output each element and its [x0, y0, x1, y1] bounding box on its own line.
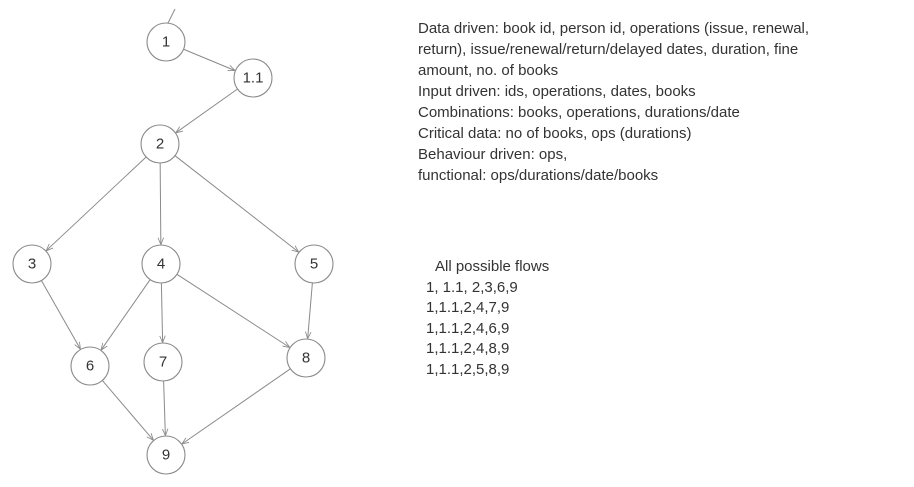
node-circle	[146, 22, 186, 62]
node-label: 2	[156, 136, 164, 153]
graph-node-n5: 5	[294, 244, 334, 284]
note-combinations: Combinations: books, operations, duratio…	[418, 104, 740, 121]
edge-n2-n4	[160, 162, 161, 244]
edge-n2-n5	[174, 155, 298, 252]
edge-n4-n7	[161, 282, 162, 342]
node-label: 4	[157, 256, 165, 273]
node-label: 1	[162, 34, 170, 51]
graph-node-n6: 6	[70, 346, 110, 386]
flow-item: 1,1.1,2,4,6,9	[426, 319, 510, 337]
edge-n1-n11	[183, 48, 235, 70]
graph-node-n2: 2	[140, 124, 180, 164]
note-critical-data: Critical data: no of books, ops (duratio…	[418, 125, 692, 142]
flows-list: All possible flows 1, 1.1, 2,3,6,9 1,1.1…	[426, 257, 549, 380]
flows-heading: All possible flows	[435, 258, 550, 275]
graph-node-n3: 3	[12, 244, 52, 284]
edge-n3-n6	[40, 280, 80, 349]
graph-node-n9: 9	[146, 435, 186, 475]
node-circle	[146, 435, 186, 475]
edge-n2-n3	[47, 156, 147, 250]
node-label: 3	[28, 256, 36, 273]
graph-node-n1: 1	[146, 22, 186, 62]
start-tick	[166, 8, 176, 26]
test-notes: Data driven: book id, person id, operati…	[418, 18, 898, 186]
graph-node-n7: 7	[143, 342, 183, 382]
flow-item: 1,1.1,2,5,8,9	[426, 360, 510, 378]
node-label: 7	[159, 354, 167, 371]
edge-n7-n9	[164, 380, 166, 435]
graph-node-n4: 4	[141, 244, 181, 284]
note-data-driven-1: Data driven: book id, person id, operati…	[418, 20, 810, 37]
flow-item: 1, 1.1, 2,3,6,9	[426, 278, 518, 296]
edge-n8-n9	[182, 368, 291, 444]
node-circle	[12, 244, 52, 284]
node-label: 6	[86, 358, 94, 375]
node-circle	[143, 342, 183, 382]
flow-item: 1,1.1,2,4,7,9	[426, 299, 510, 316]
node-label: 9	[162, 447, 170, 464]
node-circle	[141, 244, 181, 284]
note-behaviour-driven: Behaviour driven: ops,	[418, 146, 568, 163]
node-circle	[140, 124, 180, 164]
node-label: 1.1	[243, 70, 264, 87]
node-circle	[70, 346, 110, 386]
node-circle	[294, 244, 334, 284]
edge-n11-n2	[176, 88, 238, 132]
edge-n4-n8	[176, 273, 289, 347]
edge-n6-n9	[101, 380, 153, 439]
note-data-driven-2: return), issue/renewal/return/delayed da…	[418, 41, 799, 58]
node-label: 5	[310, 256, 318, 273]
edge-n4-n6	[101, 279, 151, 350]
node-circle	[286, 338, 326, 378]
edge-n5-n8	[308, 282, 313, 338]
graph-node-n8: 8	[286, 338, 326, 378]
note-functional: functional: ops/durations/date/books	[418, 167, 659, 184]
node-label: 8	[302, 350, 310, 367]
flow-item: 1,1.1,2,4,8,9	[426, 340, 510, 357]
note-input-driven: Input driven: ids, operations, dates, bo…	[418, 83, 696, 100]
graph-node-n11: 1.1	[233, 58, 273, 98]
node-circle	[233, 58, 273, 98]
note-data-driven-3: amount, no. of books	[418, 62, 559, 79]
